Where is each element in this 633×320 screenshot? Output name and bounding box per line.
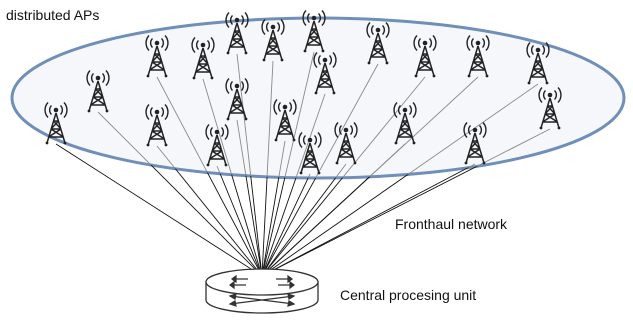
radio-tower-icon: [273, 99, 297, 142]
radio-tower-icon: [413, 35, 437, 78]
radio-tower-icon: [526, 42, 550, 85]
distributed-aps-label: distributed APs: [6, 7, 100, 23]
fronthaul-link: [261, 143, 406, 178]
fronthaul-link: [97, 111, 263, 178]
radio-tower-icon: [466, 35, 490, 78]
fronthaul-link: [261, 173, 311, 277]
fronthaul-link: [261, 163, 347, 277]
radio-tower-icon: [302, 10, 326, 53]
radio-tower-icon: [225, 12, 249, 55]
fronthaul-network-label: Fronthaul network: [395, 216, 508, 232]
fronthaul-link: [236, 53, 263, 178]
radio-tower-icon: [225, 78, 249, 121]
fronthaul-link: [261, 163, 476, 277]
fronthaul-links-inner: [55, 51, 551, 178]
radio-tower-icon: [366, 22, 390, 65]
radio-tower-icon: [44, 102, 68, 145]
router-icon: [228, 274, 296, 307]
radio-tower-icon: [261, 19, 285, 62]
ap-coverage-area: [10, 16, 626, 180]
radio-tower-icon: [145, 35, 169, 78]
radio-tower-icon: [145, 104, 169, 147]
fronthaul-link: [261, 93, 326, 178]
central-processing-unit-label: Central procesing unit: [340, 287, 477, 303]
fronthaul-link: [216, 165, 263, 277]
fronthaul-link: [261, 140, 286, 178]
radio-tower-icon: [86, 70, 110, 113]
fronthaul-link: [236, 119, 263, 178]
central-processing-unit: [205, 268, 319, 314]
radio-tower-icon: [205, 124, 229, 167]
radio-tower-icon: [298, 132, 322, 175]
fronthaul-link: [55, 143, 263, 277]
radio-tower-icon: [191, 37, 215, 80]
radio-tower-icon: [313, 52, 337, 95]
radio-tower-icon: [463, 122, 487, 165]
access-points: [44, 10, 562, 175]
radio-tower-icon: [334, 122, 358, 165]
fronthaul-link: [261, 76, 426, 178]
radio-tower-icon: [538, 87, 562, 130]
fronthaul-link: [261, 63, 379, 178]
fronthaul-link: [261, 51, 315, 178]
fronthaul-link: [261, 128, 551, 178]
fronthaul-link: [261, 60, 274, 178]
fronthaul-link: [261, 83, 539, 178]
radio-tower-icon: [393, 102, 417, 145]
fronthaul-link: [156, 145, 263, 178]
